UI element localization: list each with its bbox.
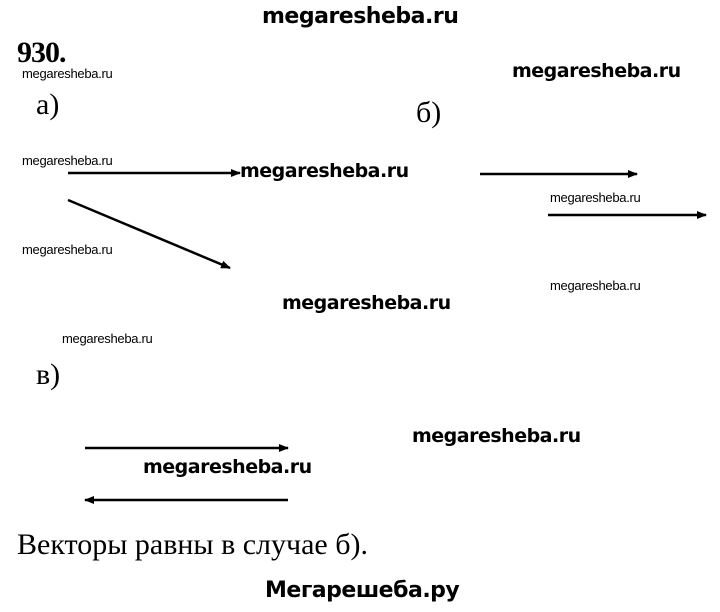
watermark: megaresheba.ru	[282, 292, 451, 314]
part-label-b: б)	[416, 96, 442, 129]
header-watermark: megaresheba.ru	[262, 4, 459, 29]
watermark: megaresheba.ru	[240, 160, 409, 182]
watermark: megaresheba.ru	[550, 190, 641, 205]
answer-text: Векторы равны в случае б).	[17, 528, 368, 561]
watermark: megaresheba.ru	[512, 60, 681, 82]
watermark: megaresheba.ru	[22, 242, 113, 257]
watermark: megaresheba.ru	[22, 66, 113, 81]
watermark: megaresheba.ru	[143, 456, 312, 478]
watermark: megaresheba.ru	[550, 278, 641, 293]
problem-number: 930.	[17, 36, 66, 69]
watermark: megaresheba.ru	[62, 331, 153, 346]
footer-watermark: Мегарешеба.ру	[265, 578, 460, 603]
watermark: megaresheba.ru	[412, 425, 581, 447]
part-label-c: в)	[36, 358, 61, 391]
vector-a2-arrow	[67, 198, 231, 270]
part-label-a: а)	[36, 88, 60, 121]
watermark: megaresheba.ru	[22, 153, 113, 168]
